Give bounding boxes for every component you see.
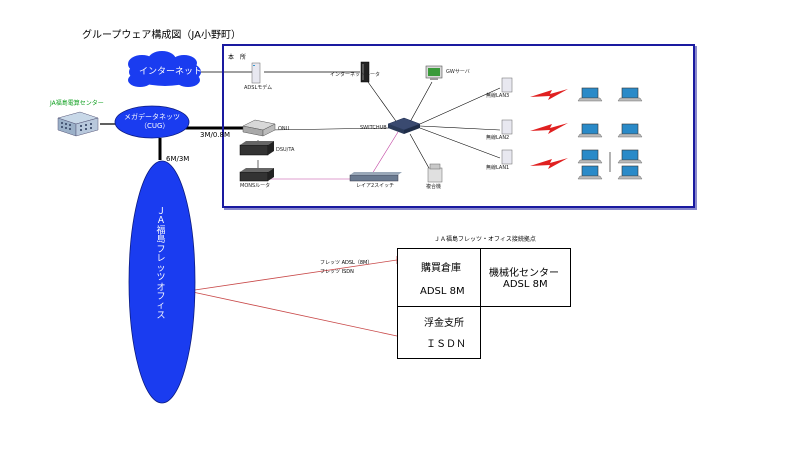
honsha-frame [222,44,695,208]
building-icon [57,111,99,137]
wireless-ap-icon [501,77,513,165]
branch-kobai-line: ADSL 8M [420,286,465,297]
branch-header: ＪＡ福島フレッツ・オフィス接続拠点 [434,236,536,243]
switch-hub-icon [387,117,421,134]
adsl-modem-icon [251,62,261,84]
internet-label: インターネット [139,67,203,77]
printer-icon [427,163,443,183]
line-to-fukin [187,290,398,337]
internet-cloud-icon [128,51,201,87]
dsu-ta-icon [239,141,274,156]
office-connection-lines [187,256,398,337]
gw-server-label: GWサーバ [446,69,470,75]
printer-label: 複合機 [426,184,442,190]
wlan3-label: 無線LAN3 [486,93,510,99]
speed-label-office: 6M/3M [166,155,190,163]
wlan1-label: 無線LAN1 [486,165,510,171]
router-icon [360,61,370,83]
branch-kobai-box: 購買倉庫 ADSL 8M [397,248,481,307]
mon-router-label: MONSルータ [240,183,271,189]
branch-fukin-line: ＩＳＤＮ [426,339,466,350]
wlan2-label: 無線LAN2 [486,135,510,141]
line-to-kobai [187,259,398,292]
laptop-icon [577,87,643,180]
page-title: グループウェア構成図（JA小野町） [82,30,242,41]
mega-data-label: メガデータネッツ [124,113,180,121]
dsu-ta-label: DSU/TA [276,147,295,153]
onu-icon [242,119,276,137]
speed-label-onu: 3M/0.8M [200,131,231,139]
branch-fukin-box: 浮金支所 ＩＳＤＮ [397,306,481,359]
fletz-office-label: ＪＡ福島フレッツオフィス [156,207,166,321]
mega-data-cug-label: （CUG） [140,122,170,130]
mega-data-nets-icon [114,105,190,139]
line-isdn-label: フレッツ ISDN [320,269,354,275]
layer2-switch-label: レイア2スイッチ [356,183,395,189]
branch-kobai-name: 購買倉庫 [421,263,461,274]
fukushima-center-label: JA福島電算センター [50,100,104,107]
honsha-label: 本 所 [228,54,247,61]
layer2-switch-icon [349,172,402,182]
gw-server-icon [425,65,443,80]
branch-kikaika-line: ADSL 8M [503,279,548,290]
mon-router-icon [239,168,274,182]
branch-kikaika-name: 機械化センター [489,268,559,279]
internet-router-label: インターネットルータ [330,72,381,78]
router-links [270,131,399,180]
line-adsl-label: フレッツ ADSL（8M） [320,260,373,266]
adsl-modem-label: ADSLモデム [244,85,273,91]
internal-network-lines [257,81,501,172]
branch-fukin-name: 浮金支所 [424,318,464,329]
wireless-signal-icon [530,89,568,169]
fletz-office-icon [128,160,196,404]
switch-hub-label: SWITCHUB [360,125,387,131]
onu-label: ONU [278,126,290,132]
branch-kikaika-box: 機械化センター ADSL 8M [480,248,571,307]
